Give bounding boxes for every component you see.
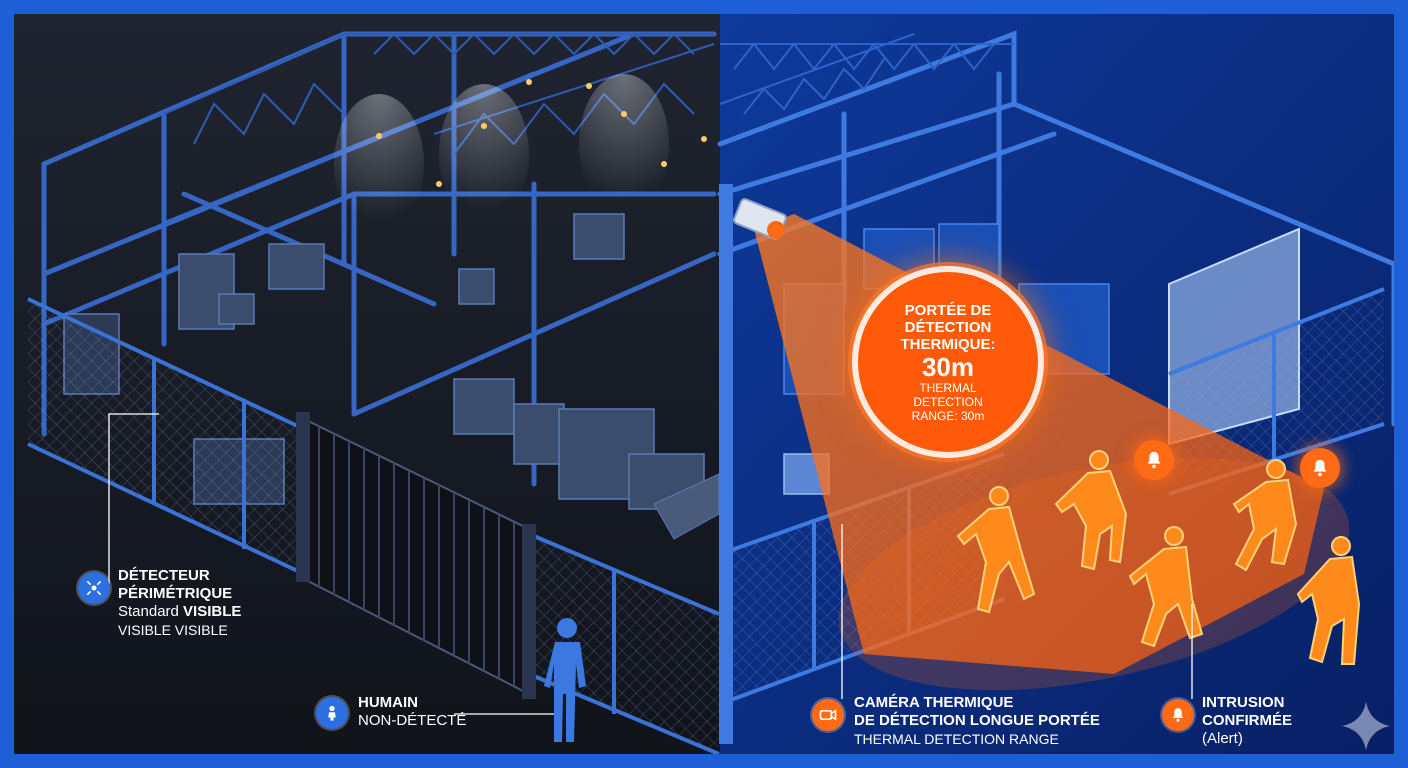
alarm-bell-icon bbox=[1162, 699, 1194, 731]
intrusion-title-line2: CONFIRMÉE bbox=[1202, 712, 1292, 729]
night-fence bbox=[27, 297, 720, 754]
sliding-gate bbox=[296, 412, 536, 699]
human-subtitle: NON-DÉTECTÉ bbox=[358, 712, 467, 729]
camera-title-line2: DE DÉTECTION LONGUE PORTÉE bbox=[854, 712, 1100, 729]
person-icon bbox=[316, 697, 348, 729]
range-badge-line2: DÉTECTION bbox=[904, 318, 992, 336]
intrusion-title-line1: INTRUSION bbox=[1202, 694, 1285, 711]
perimeter-sensor-icon bbox=[78, 572, 110, 604]
range-badge-line1: PORTÉE DE bbox=[904, 301, 992, 319]
thermal-range-badge: PORTÉE DE DÉTECTION THERMIQUE: 30m THERM… bbox=[858, 272, 1038, 452]
human-title: HUMAIN bbox=[358, 694, 418, 711]
thermal-roof-truss bbox=[719, 33, 1014, 115]
sparkle-watermark-icon bbox=[1342, 702, 1390, 750]
camera-title-line1: CAMÉRA THERMIQUE bbox=[854, 694, 1014, 711]
thermal-intruders bbox=[956, 450, 1361, 665]
callout-leader-lines bbox=[108, 413, 1193, 715]
range-badge-en-line3: RANGE: 30m bbox=[911, 408, 985, 423]
range-badge-en-line2: DETECTION bbox=[913, 394, 983, 409]
intruder-3 bbox=[1128, 526, 1204, 648]
warehouse-scene bbox=[14, 14, 1394, 754]
range-badge-line3: THERMIQUE: bbox=[900, 335, 996, 353]
intruder-1 bbox=[956, 486, 1036, 614]
perimeter-sub-bold: VISIBLE bbox=[183, 603, 242, 620]
intruder-5 bbox=[1296, 536, 1361, 665]
intruder-4 bbox=[1232, 459, 1298, 572]
range-badge-en-line1: THERMAL bbox=[919, 380, 977, 395]
range-badge-value: 30m bbox=[921, 351, 975, 382]
camera-icon bbox=[812, 699, 844, 731]
thermal-camera-housing bbox=[733, 198, 787, 240]
detection-zone-floor bbox=[838, 457, 1350, 691]
perimeter-title-line1: DÉTECTEUR bbox=[118, 567, 210, 584]
intruder-2 bbox=[1054, 450, 1128, 571]
camera-subtitle: THERMAL DETECTION RANGE bbox=[854, 731, 1059, 747]
undetected-human-silhouette bbox=[544, 618, 586, 742]
perimeter-sub-prefix: Standard bbox=[118, 603, 184, 620]
intrusion-subtitle: (Alert) bbox=[1202, 730, 1243, 747]
perimeter-title-line2: PÉRIMÉTRIQUE bbox=[118, 585, 233, 602]
alarm-bell-icon bbox=[1134, 440, 1174, 480]
perimeter-sub-line2: VISIBLE VISIBLE bbox=[118, 622, 228, 638]
alarm-bell-icon bbox=[1300, 448, 1340, 488]
ceiling-lamps bbox=[334, 74, 707, 234]
